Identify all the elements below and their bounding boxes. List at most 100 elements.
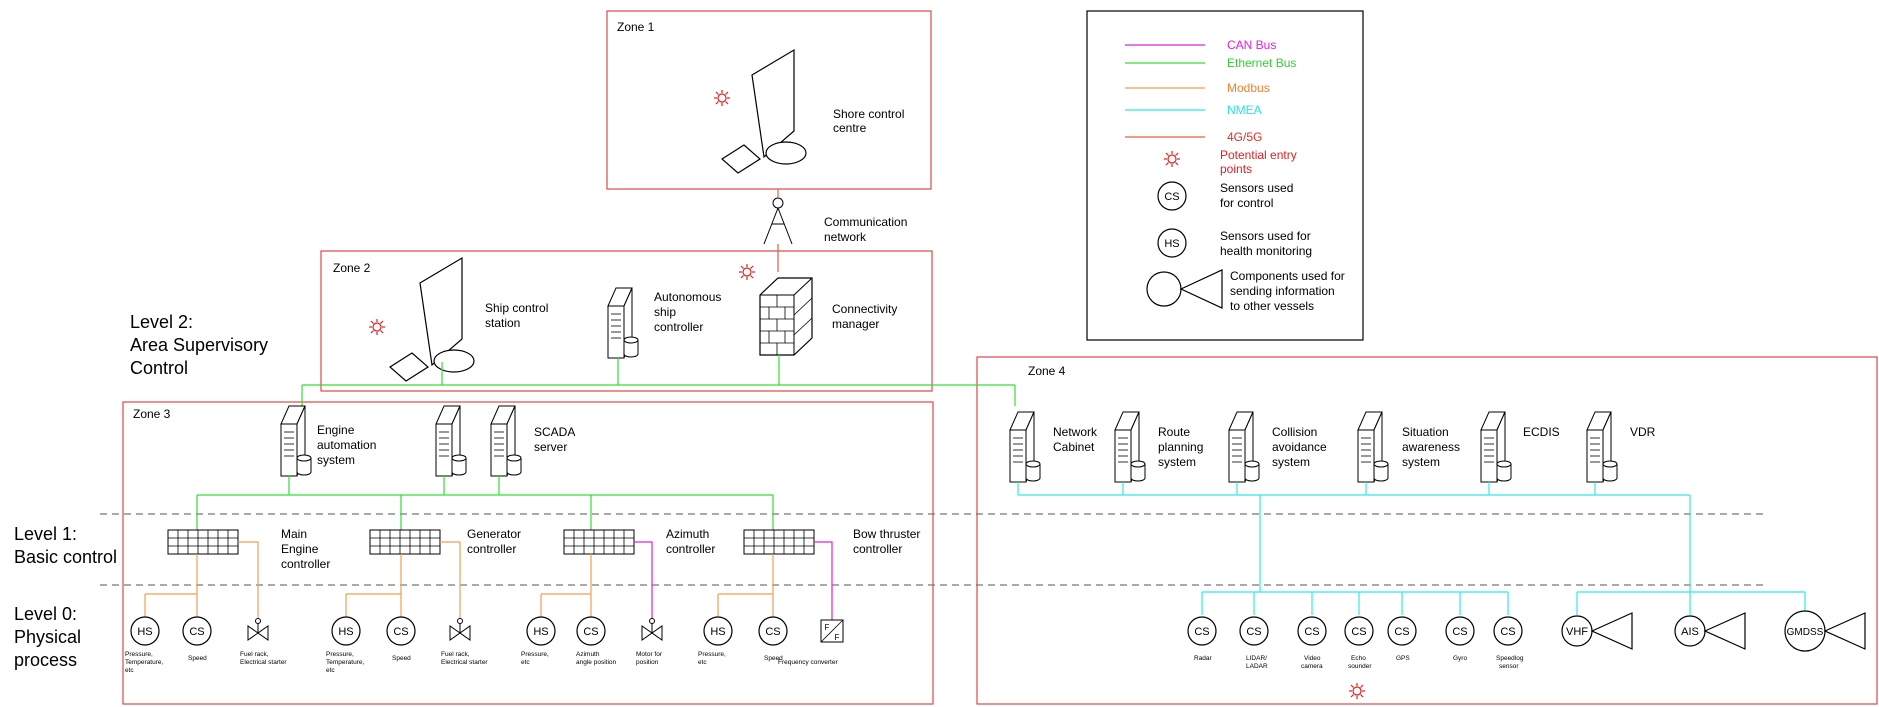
zone3-label: Zone 3 bbox=[133, 407, 171, 421]
gmdss-transmitter-icon: GMDSS bbox=[1784, 610, 1866, 652]
valve-icon bbox=[449, 618, 471, 641]
network-cabinet-label-line2: Cabinet bbox=[1053, 440, 1095, 454]
cs-text: CS bbox=[1394, 626, 1409, 638]
caption: etc bbox=[326, 667, 335, 674]
cs-text: CS bbox=[393, 626, 408, 638]
cs-text: CS bbox=[1304, 626, 1319, 638]
cs-text: CS bbox=[765, 626, 780, 638]
bow-thruster-controller-icon bbox=[743, 529, 815, 555]
level0-label-line1: Level 0: bbox=[14, 604, 77, 624]
vdr-server-icon bbox=[1586, 411, 1618, 483]
route-planning-server-icon bbox=[1114, 411, 1146, 483]
main-engine-controller-icon bbox=[167, 529, 239, 555]
caption: LIDAR/ bbox=[1246, 655, 1267, 662]
caption: Electrical starter bbox=[441, 659, 488, 666]
autonomous-label-line3: controller bbox=[654, 320, 703, 334]
nmea-bus bbox=[1017, 482, 1806, 615]
main-engine-label-line2: Engine bbox=[281, 542, 319, 556]
situation-label-line3: system bbox=[1402, 455, 1440, 469]
legend-cs-label-line2: for control bbox=[1220, 196, 1273, 210]
cs-text: CS bbox=[583, 626, 598, 638]
legend-nmea-label: NMEA bbox=[1227, 103, 1262, 117]
situation-label-line1: Situation bbox=[1402, 425, 1449, 439]
generator-label-line1: Generator bbox=[467, 527, 521, 541]
cs-sensor-icon bbox=[182, 616, 212, 646]
connectivity-manager-firewall-icon bbox=[759, 277, 813, 356]
vhf-transmitter-icon: VHF bbox=[1561, 612, 1633, 650]
legend-transmitter-icon bbox=[1146, 269, 1223, 309]
cs-sensor-icon bbox=[1387, 616, 1417, 646]
cs-sensor-icon bbox=[1344, 616, 1374, 646]
cs-sensor-icon bbox=[1187, 616, 1217, 646]
caption: GPS bbox=[1396, 655, 1410, 662]
legend-hs-icon bbox=[1157, 228, 1187, 258]
caption: etc bbox=[125, 667, 134, 674]
cs-text: CS bbox=[1351, 626, 1366, 638]
engine-automation-label-line2: automation bbox=[317, 438, 376, 452]
caption: etc bbox=[521, 659, 530, 666]
cs-text: CS bbox=[189, 626, 204, 638]
gmdss-text: GMDSS bbox=[1787, 627, 1824, 638]
bow-thruster-label-line1: Bow thruster bbox=[853, 527, 920, 541]
cs-sensor-icon bbox=[576, 616, 606, 646]
ship-control-label-line2: station bbox=[485, 316, 520, 330]
zone3-sensor-captions: Pressure, Temperature, etc Speed Fuel ra… bbox=[125, 651, 838, 674]
legend-cs-icon bbox=[1157, 181, 1187, 211]
caption: position bbox=[636, 659, 659, 666]
engine-automation-label-line3: system bbox=[317, 453, 355, 467]
entry-point-icon bbox=[713, 89, 731, 107]
scada-label-line1: SCADA bbox=[534, 425, 575, 439]
cs-sensor-icon bbox=[1297, 616, 1327, 646]
ais-text: AIS bbox=[1681, 626, 1699, 638]
vhf-text: VHF bbox=[1566, 626, 1588, 638]
cs-sensor-icon bbox=[1493, 616, 1523, 646]
caption: LADAR bbox=[1246, 663, 1268, 670]
caption: sensor bbox=[1499, 663, 1519, 670]
zone1-label: Zone 1 bbox=[617, 20, 655, 34]
shore-control-label-line1: Shore control bbox=[833, 107, 904, 121]
legend-comp-label-line1: Components used for bbox=[1230, 269, 1345, 283]
zone2-box bbox=[320, 250, 933, 392]
caption: Electrical starter bbox=[240, 659, 287, 666]
hs-sensor-icon bbox=[130, 616, 160, 646]
caption: Pressure, bbox=[125, 651, 153, 658]
cs-sensor-icon bbox=[1239, 616, 1269, 646]
shore-control-monitor-icon bbox=[721, 49, 807, 174]
legend: CAN Bus Ethernet Bus Modbus NMEA 4G/5G P… bbox=[1086, 10, 1364, 341]
caption: Echo bbox=[1351, 655, 1366, 662]
hs-text: HS bbox=[710, 626, 725, 638]
level1-label-line1: Level 1: bbox=[14, 524, 77, 544]
level2-label-line2: Area Supervisory bbox=[130, 335, 268, 355]
modbus-links bbox=[144, 541, 774, 622]
caption: Speed bbox=[764, 655, 783, 662]
engine-automation-server-icon bbox=[280, 405, 312, 477]
azimuth-controller-icon bbox=[563, 529, 635, 555]
caption: Pressure, bbox=[698, 651, 726, 658]
cs-sensor-icon bbox=[758, 616, 788, 646]
collision-avoidance-server-icon bbox=[1228, 411, 1260, 483]
ship-control-label-line1: Ship control bbox=[485, 301, 548, 315]
legend-ethernet-label: Ethernet Bus bbox=[1227, 56, 1296, 70]
hs-sensor-icon bbox=[703, 616, 733, 646]
scada-label-line2: server bbox=[534, 440, 567, 454]
collision-label-line2: avoidance bbox=[1272, 440, 1327, 454]
frequency-converter-icon: F F bbox=[820, 619, 844, 643]
network-cabinet-label-line1: Network bbox=[1053, 425, 1098, 439]
cs-text: CS bbox=[1246, 626, 1261, 638]
situation-awareness-server-icon bbox=[1357, 411, 1389, 483]
autonomous-controller-server-icon bbox=[607, 287, 639, 359]
legend-cs-text: CS bbox=[1164, 191, 1179, 203]
comm-network-label-line1: Communication bbox=[824, 215, 907, 229]
route-planning-label-line1: Route bbox=[1158, 425, 1190, 439]
can-bus-links bbox=[634, 541, 833, 622]
hs-sensor-icon bbox=[526, 616, 556, 646]
caption: Azimuth bbox=[576, 651, 600, 658]
route-planning-label-line3: system bbox=[1158, 455, 1196, 469]
caption: Speed bbox=[188, 655, 207, 662]
legend-4g5g-label: 4G/5G bbox=[1227, 130, 1262, 144]
freq-converter-f2: F bbox=[835, 633, 840, 642]
main-engine-label-line1: Main bbox=[281, 527, 307, 541]
level0-label-line3: process bbox=[14, 650, 77, 670]
caption: camera bbox=[1301, 663, 1323, 670]
caption: Temperature, bbox=[326, 659, 364, 666]
